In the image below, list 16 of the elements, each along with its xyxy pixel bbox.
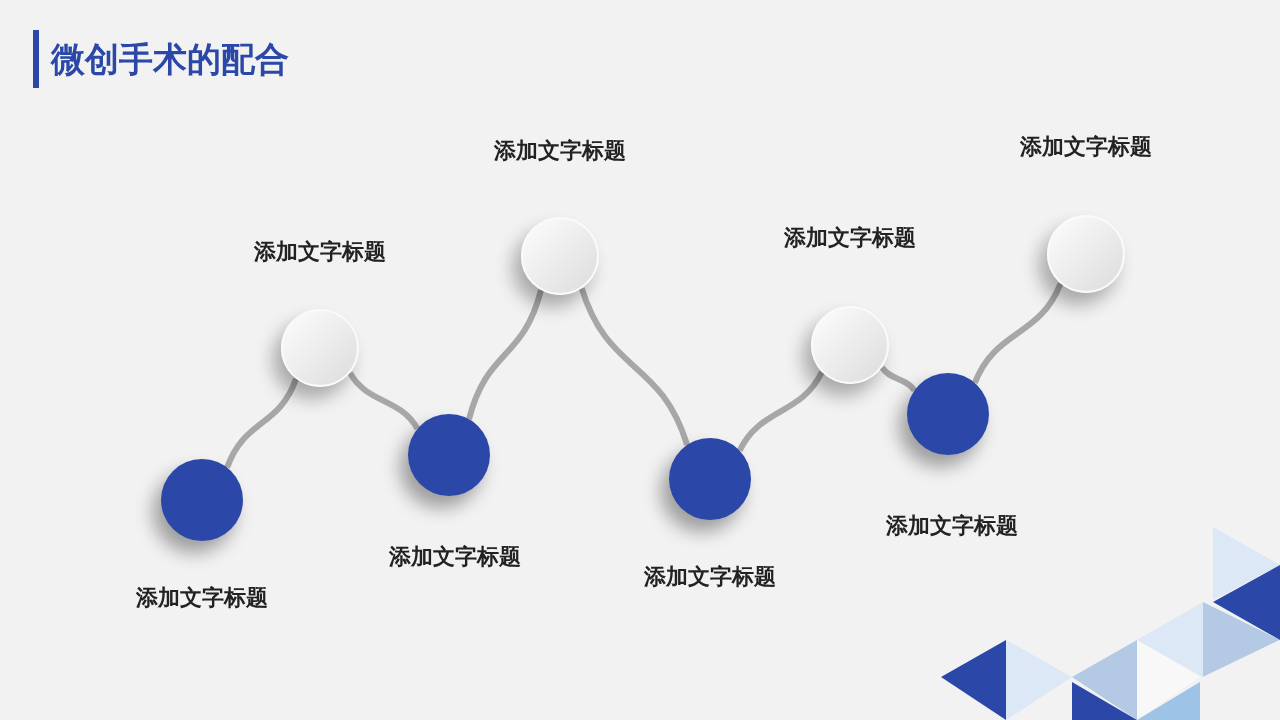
connector-line	[347, 371, 420, 431]
connector-line	[224, 377, 299, 469]
connector-line	[972, 282, 1064, 385]
node-label: 添加文字标题	[885, 512, 1019, 540]
node-label: 添加文字标题	[783, 224, 917, 252]
connector-line	[737, 370, 825, 453]
node-label: 添加文字标题	[135, 584, 269, 612]
node-label: 添加文字标题	[643, 563, 777, 591]
node-label: 添加文字标题	[388, 543, 522, 571]
connector-line	[879, 365, 917, 393]
slide-title: 微创手术的配合	[33, 30, 289, 88]
node-label: 添加文字标题	[1019, 133, 1153, 161]
node-label: 添加文字标题	[253, 238, 387, 266]
node-label: 添加文字标题	[493, 137, 627, 165]
connector-line	[578, 287, 690, 446]
connector-line	[466, 289, 544, 421]
